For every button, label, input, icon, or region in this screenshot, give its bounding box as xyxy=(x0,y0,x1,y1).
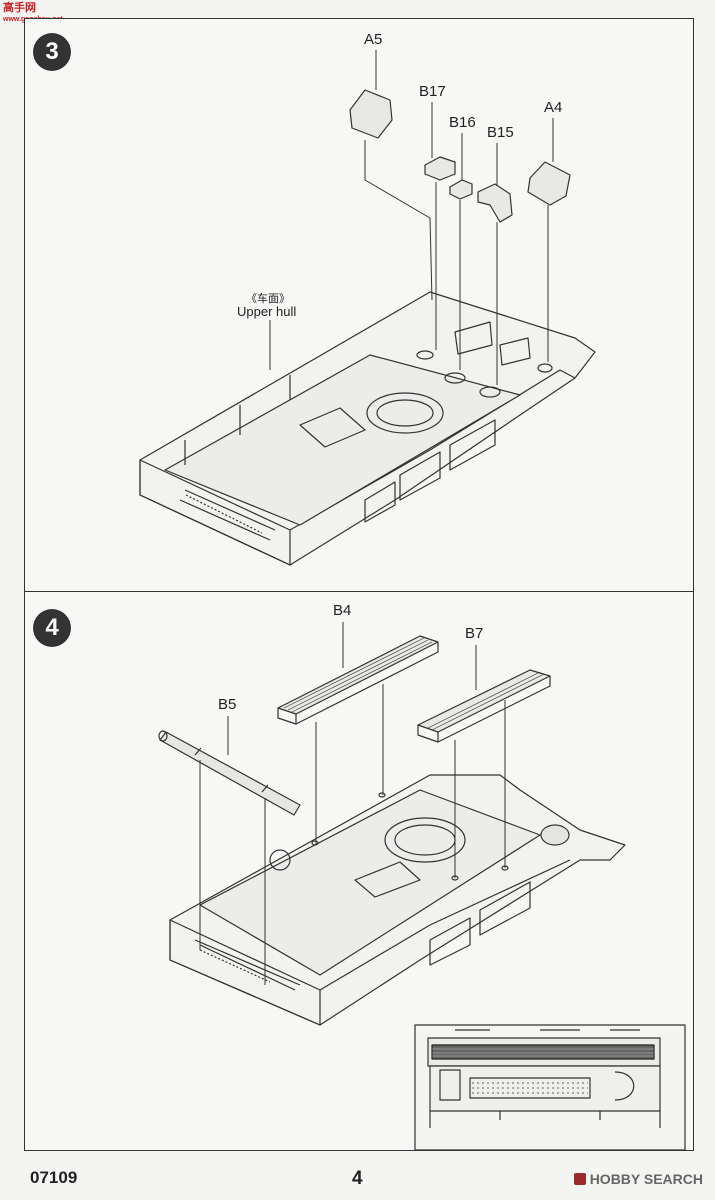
hull-label-en: Upper hull xyxy=(237,304,297,319)
part-b5-drawing xyxy=(158,730,301,816)
part-label-a5: A5 xyxy=(364,31,383,48)
site-logo-text: 高手网 xyxy=(3,2,36,14)
part-label-b16: B16 xyxy=(449,114,476,131)
hobby-search-watermark: HOBBY SEARCH xyxy=(573,1171,703,1187)
part-label-b5: B5 xyxy=(218,696,237,713)
product-code: 07109 xyxy=(30,1168,78,1187)
part-b17-drawing xyxy=(424,156,456,181)
part-label-a4: A4 xyxy=(544,99,563,116)
step-3-badge: 3 xyxy=(33,33,71,71)
part-b7-drawing xyxy=(417,669,551,743)
step-4-badge: 4 xyxy=(33,609,71,647)
hobby-search-logo-icon xyxy=(573,1173,586,1185)
part-label-b7: B7 xyxy=(465,625,484,642)
part-b16-drawing xyxy=(449,179,473,200)
step3-leader-lines xyxy=(269,50,554,385)
part-b15-drawing xyxy=(477,183,513,223)
watermark-text: HOBBY SEARCH xyxy=(589,1171,703,1187)
part-label-b15: B15 xyxy=(487,124,514,141)
part-label-b4: B4 xyxy=(333,602,352,619)
rear-view-inset xyxy=(414,1024,686,1151)
part-a5-drawing xyxy=(349,89,393,139)
step4-leader-lines xyxy=(199,622,506,985)
page-number: 4 xyxy=(352,1168,363,1189)
part-a4-drawing xyxy=(527,161,571,206)
part-b4-drawing xyxy=(277,635,439,725)
part-label-b17: B17 xyxy=(419,83,446,100)
step-divider xyxy=(24,591,694,592)
upper-hull-drawing xyxy=(139,291,596,566)
hull-step4-drawing xyxy=(169,774,626,1026)
hull-label-cn: 《车面》 xyxy=(246,293,290,305)
